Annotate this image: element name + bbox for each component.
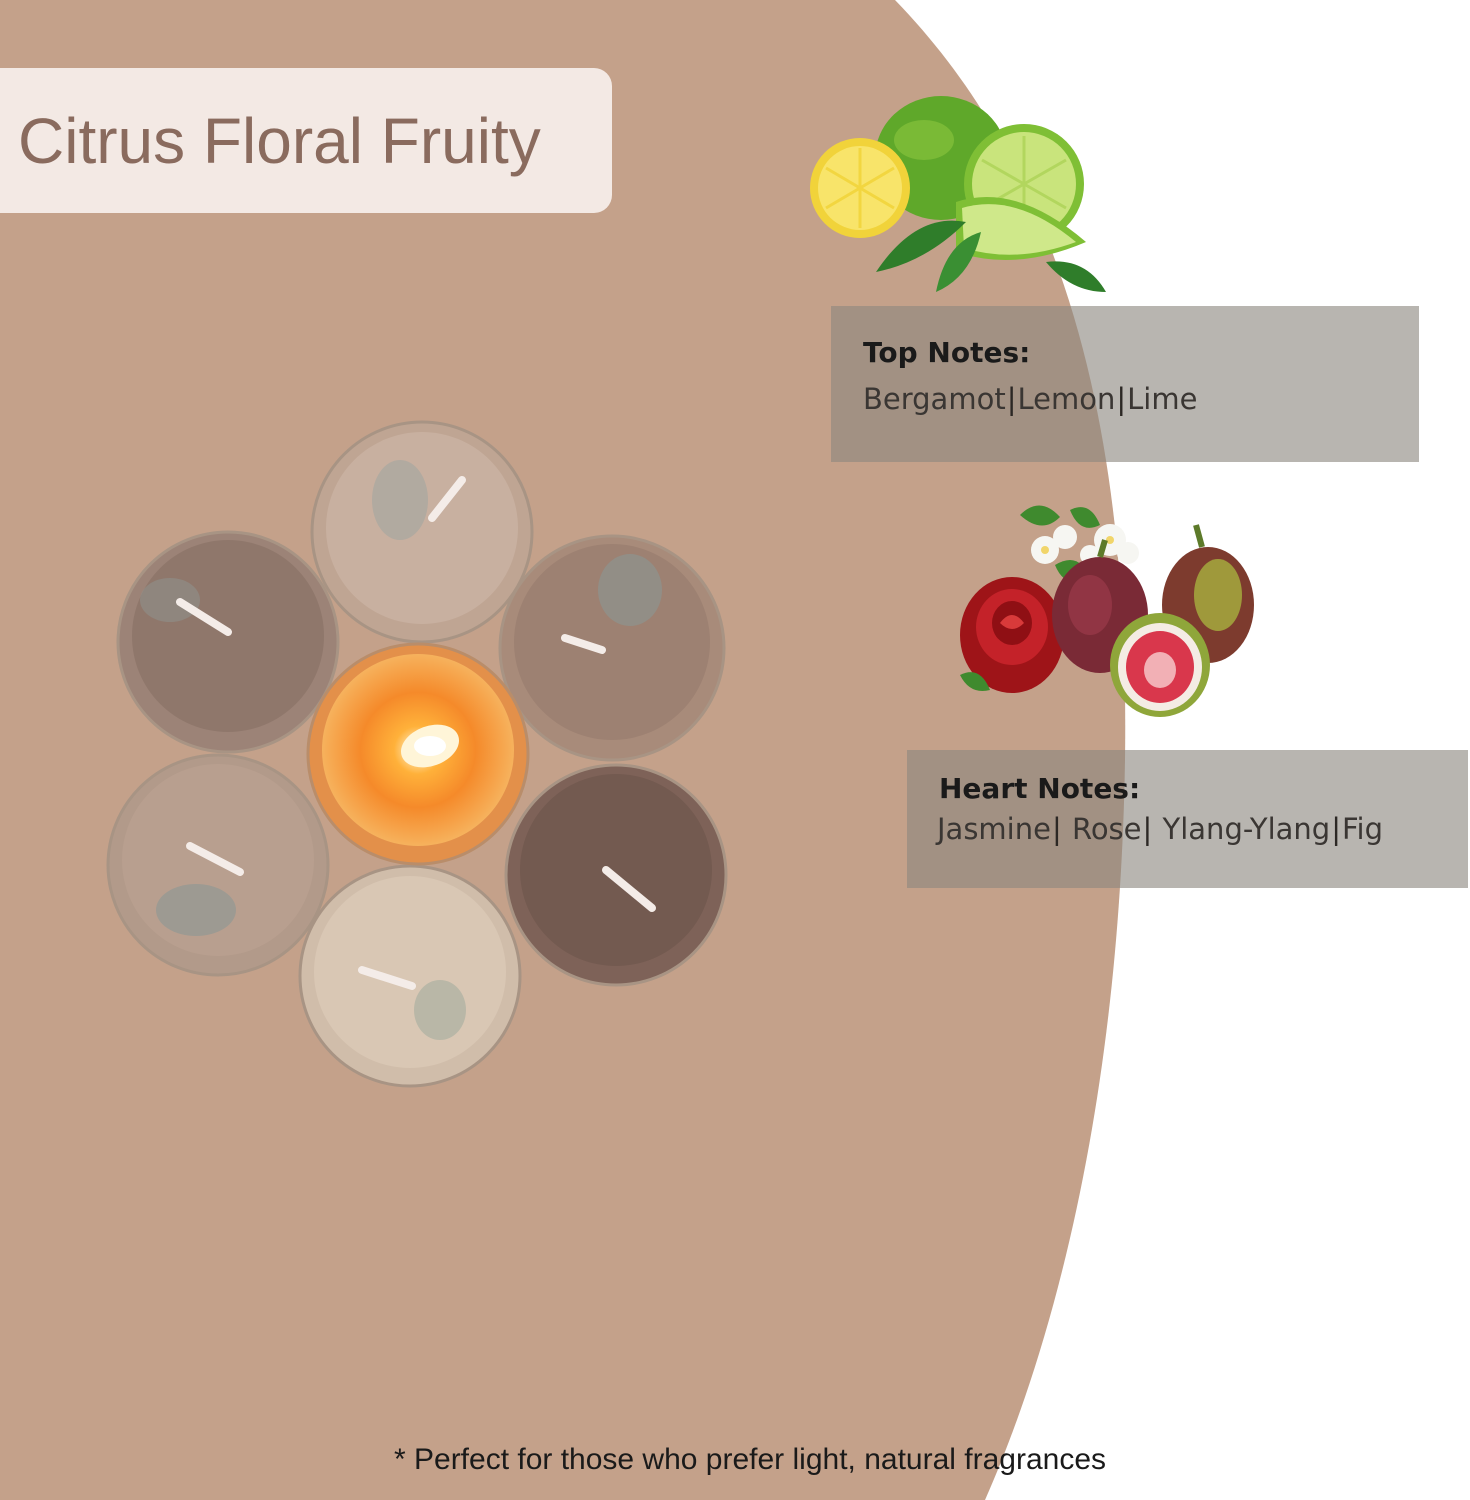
heart-notes-panel: Heart Notes: Jasmine| Rose| Ylang-Ylang|…: [907, 750, 1468, 888]
candle-lower-left: [106, 753, 330, 977]
note-fig: Fig: [1341, 812, 1384, 846]
separator: |: [1142, 812, 1162, 846]
title-banner: Citrus Floral Fruity: [0, 68, 612, 213]
candle-lower-right: [504, 763, 728, 987]
note-lime: Lime: [1127, 382, 1198, 416]
candle-bottom: [298, 864, 522, 1088]
page-title: Citrus Floral Fruity: [18, 104, 541, 177]
candle-upper-left: [116, 530, 340, 754]
separator: |: [1116, 382, 1127, 416]
tealight-candles-illustration: [106, 420, 728, 1088]
note-lemon: Lemon: [1017, 382, 1116, 416]
heart-notes-heading: Heart Notes:: [939, 772, 1141, 805]
top-notes-list: Bergamot|Lemon|Lime: [863, 382, 1197, 416]
footnote: * Perfect for those who prefer light, na…: [393, 1443, 1107, 1476]
note-rose: Rose: [1071, 812, 1142, 846]
floral-fig-illustration: [960, 505, 1254, 717]
top-notes-heading: Top Notes:: [863, 336, 1031, 369]
separator: |: [1051, 812, 1071, 846]
top-notes-panel: Top Notes: Bergamot|Lemon|Lime: [831, 306, 1419, 462]
heart-notes-list: Jasmine| Rose| Ylang-Ylang|Fig: [937, 812, 1383, 846]
separator: |: [1331, 812, 1341, 846]
candle-center-lit: [306, 642, 530, 866]
note-bergamot: Bergamot: [863, 382, 1006, 416]
candle-upper-right: [498, 534, 726, 762]
separator: |: [1006, 382, 1017, 416]
citrus-illustration: [810, 96, 1106, 292]
candle-top: [310, 420, 534, 644]
note-jasmine: Jasmine: [937, 812, 1051, 846]
note-ylang-ylang: Ylang-Ylang: [1162, 812, 1331, 846]
